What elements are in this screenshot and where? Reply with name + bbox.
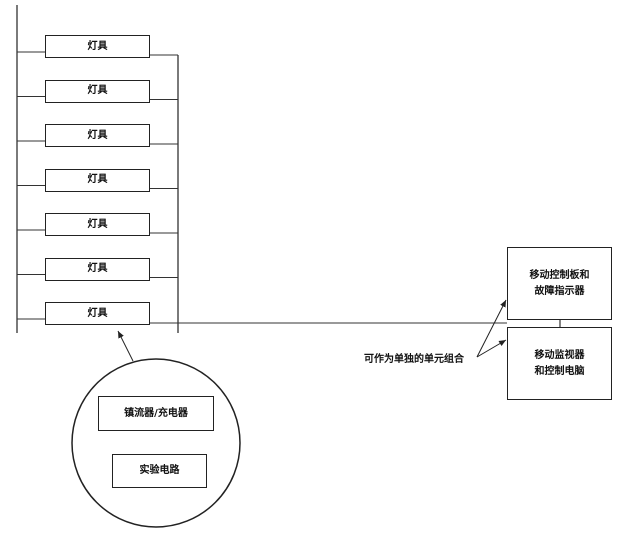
fixture-label: 灯具 [87,129,108,141]
control-panel-label-line1: 移动控制板和 [529,269,590,281]
fixture-label: 灯具 [87,174,108,185]
monitor-label-line1: 移动监视器 [534,349,585,361]
fixture-label: 灯具 [87,218,108,230]
fixture-label: 灯具 [87,40,108,52]
detail-arrow [117,330,134,362]
ballast-charger-label: 镇流器/充电器 [124,407,188,419]
fixture-box: 灯具 [45,257,150,281]
fixture-box: 灯具 [45,302,150,325]
control-panel-label-line2: 故障指示器 [534,285,585,297]
annotation-label: 可作为单独的单元组合 [364,354,464,365]
annotation-arrow-top [476,299,507,358]
fixture-box: 灯具 [45,168,150,192]
monitor-computer-box: 移动监视器 和控制电脑 [507,327,612,400]
test-circuit-label: 实验电路 [139,465,180,476]
detail-circle [71,358,241,528]
fixture-label: 灯具 [87,263,108,274]
fixture-label: 灯具 [87,85,108,96]
fixture-box: 灯具 [45,213,150,236]
fixture-box: 灯具 [45,124,150,147]
control-panel-box: 移动控制板和 故障指示器 [507,247,612,320]
annotation-arrow-bottom [476,339,507,358]
test-circuit-box: 实验电路 [112,454,207,488]
fixture-label: 灯具 [87,307,108,319]
fixture-box: 灯具 [45,35,150,58]
monitor-label-line2: 和控制电脑 [534,365,585,377]
ballast-charger-box: 镇流器/充电器 [98,396,214,431]
fixture-box: 灯具 [45,79,150,103]
